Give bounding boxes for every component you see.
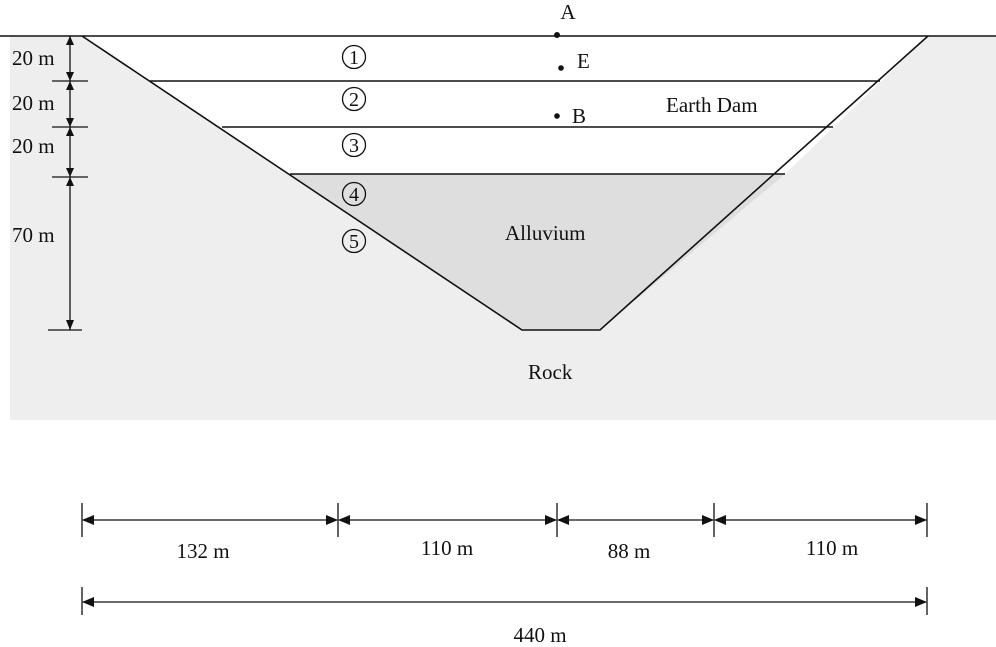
horizontal-dimensions xyxy=(81,503,928,615)
layer-marker-3: 3 xyxy=(341,132,367,158)
svg-text:5: 5 xyxy=(349,231,359,253)
layer-marker-4: 4 xyxy=(341,181,367,207)
vertical-dim-label-2: 20 m xyxy=(12,91,55,115)
earth-dam-region xyxy=(82,36,928,174)
horizontal-dim-label-1: 132 m xyxy=(176,539,229,563)
layer-marker-1: 1 xyxy=(341,44,367,70)
valley-profile xyxy=(81,35,929,331)
vertical-dim-label-4: 70 m xyxy=(12,223,55,247)
layer-marker-2: 2 xyxy=(341,86,367,112)
layer-marker-5: 5 xyxy=(341,228,367,254)
svg-text:2: 2 xyxy=(349,89,359,111)
point-a-marker xyxy=(554,32,560,38)
earth-dam-label: Earth Dam xyxy=(666,93,758,117)
vertical-dim-label-1: 20 m xyxy=(12,46,55,70)
total-width-label: 440 m xyxy=(513,623,566,647)
rock-label: Rock xyxy=(528,360,573,384)
point-e-label: E xyxy=(577,49,590,73)
vertical-dimensions xyxy=(48,36,88,331)
point-e-marker xyxy=(558,65,564,71)
point-b-marker xyxy=(554,113,560,119)
vertical-dim-label-3: 20 m xyxy=(12,134,55,158)
svg-text:4: 4 xyxy=(349,184,359,206)
alluvium-region xyxy=(290,174,785,330)
horizontal-dim-label-4: 110 m xyxy=(806,536,858,560)
point-a-label: A xyxy=(560,0,576,24)
horizontal-dim-label-3: 88 m xyxy=(608,539,651,563)
horizontal-dim-label-2: 110 m xyxy=(421,536,473,560)
alluvium-label: Alluvium xyxy=(505,221,586,245)
svg-text:1: 1 xyxy=(349,47,359,69)
point-b-label: B xyxy=(572,104,586,128)
svg-text:3: 3 xyxy=(349,135,359,157)
